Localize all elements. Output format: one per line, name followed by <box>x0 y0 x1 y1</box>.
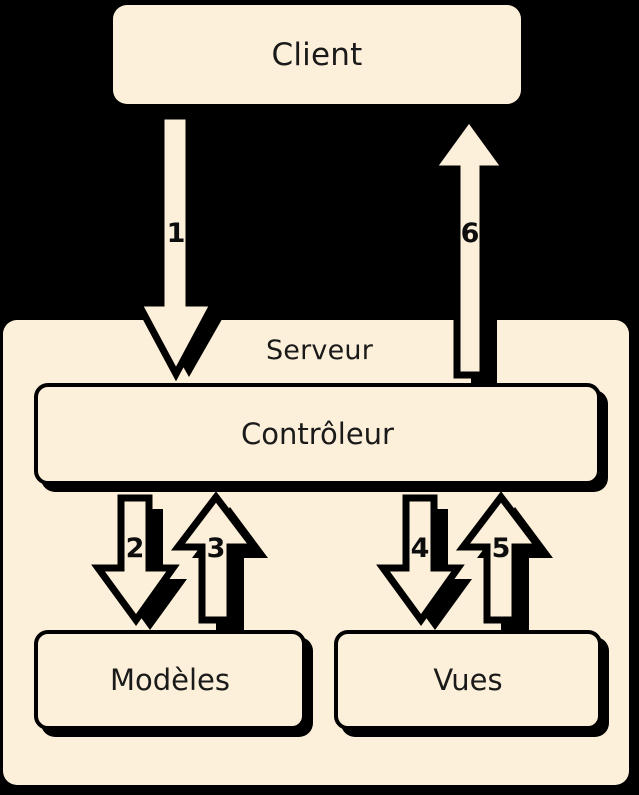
node-vues: Vues <box>334 630 602 730</box>
arrow-3-modeles-to-controleur: 3 <box>168 491 278 637</box>
node-client-label: Client <box>271 36 363 73</box>
arrow-3-label: 3 <box>206 533 226 564</box>
node-serveur-label: Serveur <box>265 335 374 366</box>
arrow-6-controleur-to-client: 6 <box>420 112 530 383</box>
node-vues-label: Vues <box>433 663 503 697</box>
arrow-1-label: 1 <box>166 218 186 249</box>
arrow-6-label: 6 <box>460 218 480 249</box>
arrow-4-label: 4 <box>410 533 430 564</box>
arrow-1-client-to-controleur: 1 <box>130 112 230 382</box>
node-client: Client <box>113 5 521 104</box>
node-modeles-label: Modèles <box>109 663 231 697</box>
arrow-5-label: 5 <box>491 533 511 564</box>
arrow-2-label: 2 <box>125 533 145 564</box>
arrow-5-vues-to-controleur: 5 <box>453 491 563 637</box>
node-modeles: Modèles <box>34 630 306 730</box>
arrow-2-controleur-to-modeles: 2 <box>88 492 198 637</box>
arrow-4-controleur-to-vues: 4 <box>373 492 483 637</box>
node-controleur-label: Contrôleur <box>241 417 394 451</box>
node-controleur: Contrôleur <box>34 383 601 485</box>
